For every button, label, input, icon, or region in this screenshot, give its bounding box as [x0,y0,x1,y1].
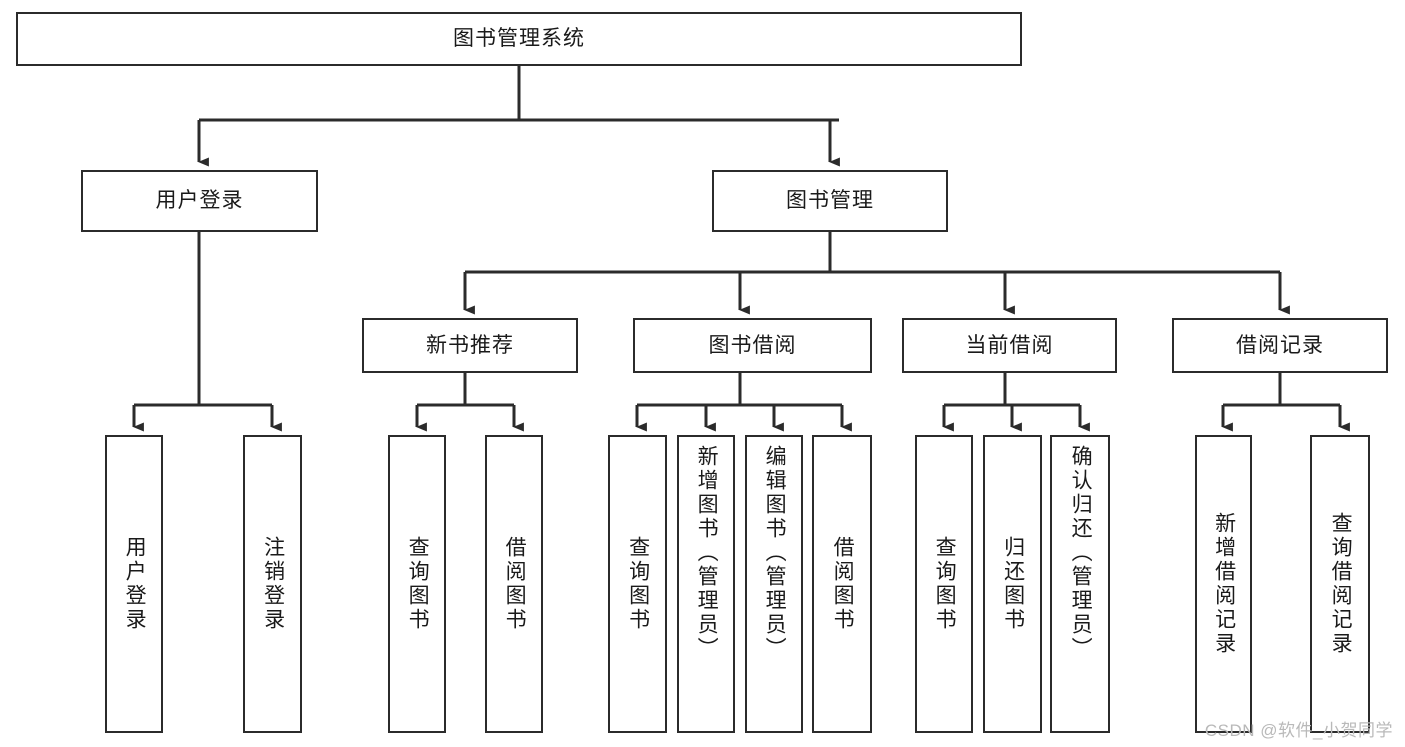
node-leaf-user-login[interactable]: 用户登录 [105,435,163,733]
node-book-borrow-label: 图书借阅 [708,333,797,357]
node-book-manage-label: 图书管理 [786,189,874,213]
node-leaf-query-book-3-label: 查询图书 [933,536,957,632]
node-leaf-logout-label: 注销登录 [261,536,285,632]
node-leaf-query-book-3[interactable]: 查询图书 [915,435,973,733]
node-leaf-borrow-book-1[interactable]: 借阅图书 [485,435,543,733]
node-current-borrow[interactable]: 当前借阅 [902,318,1117,373]
node-leaf-borrow-book-2-label: 借阅图书 [831,536,855,632]
node-book-borrow[interactable]: 图书借阅 [633,318,872,373]
node-leaf-user-login-label: 用户登录 [123,536,147,632]
node-new-book-recommend[interactable]: 新书推荐 [362,318,578,373]
node-leaf-add-record-label: 新增借阅记录 [1212,512,1236,656]
node-user-login[interactable]: 用户登录 [81,170,318,232]
node-new-book-recommend-label: 新书推荐 [426,333,514,357]
node-leaf-logout[interactable]: 注销登录 [243,435,302,733]
node-leaf-borrow-book-2[interactable]: 借阅图书 [812,435,872,733]
node-leaf-query-record[interactable]: 查询借阅记录 [1310,435,1370,733]
node-leaf-query-book-2[interactable]: 查询图书 [608,435,667,733]
watermark: CSDN @软件_小贺同学 [1204,721,1393,740]
node-leaf-query-record-label: 查询借阅记录 [1329,512,1353,656]
node-borrow-record[interactable]: 借阅记录 [1172,318,1388,373]
node-leaf-query-book-1-label: 查询图书 [406,536,430,632]
node-leaf-query-book-1[interactable]: 查询图书 [388,435,446,733]
node-book-manage[interactable]: 图书管理 [712,170,948,232]
node-leaf-edit-book-label: 编辑图书（管理员） [763,445,787,661]
node-leaf-add-book-label: 新增图书（管理员） [695,445,719,661]
node-leaf-add-book[interactable]: 新增图书（管理员） [677,435,735,733]
node-current-borrow-label: 当前借阅 [965,333,1054,357]
node-leaf-return-book-label: 归还图书 [1001,536,1025,632]
node-leaf-query-book-2-label: 查询图书 [626,536,650,632]
node-root[interactable]: 图书管理系统 [16,12,1022,66]
node-leaf-confirm-return[interactable]: 确认归还（管理员） [1050,435,1110,733]
node-root-label: 图书管理系统 [453,27,585,51]
node-user-login-label: 用户登录 [155,189,244,213]
node-borrow-record-label: 借阅记录 [1236,333,1324,357]
node-leaf-borrow-book-1-label: 借阅图书 [503,536,527,632]
node-leaf-edit-book[interactable]: 编辑图书（管理员） [745,435,803,733]
node-leaf-add-record[interactable]: 新增借阅记录 [1195,435,1252,733]
node-leaf-confirm-return-label: 确认归还（管理员） [1069,445,1093,661]
node-leaf-return-book[interactable]: 归还图书 [983,435,1042,733]
